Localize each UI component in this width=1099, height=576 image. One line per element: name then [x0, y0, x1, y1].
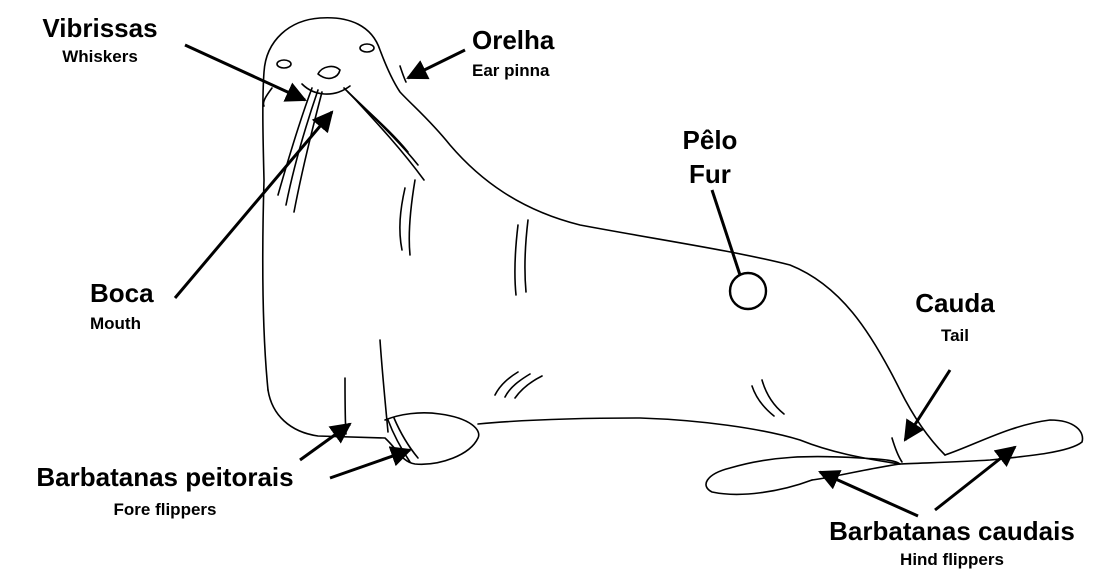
sea-lion-tail-outline: [812, 420, 1083, 480]
mouth-arrow: [175, 112, 332, 298]
fur-label: Pêlo Fur: [660, 125, 760, 189]
sea-lion-right-eye: [360, 44, 374, 52]
sea-lion-hind-flipper-outline: [706, 457, 900, 495]
fore-flippers-label: Barbatanas peitorais Fore flippers: [6, 462, 324, 520]
sea-lion-head-back-outline: [263, 18, 945, 455]
sea-lion-muzzle: [302, 84, 350, 94]
ear-label-pt: Orelha: [472, 25, 554, 55]
whiskers-arrow: [185, 45, 305, 100]
hind-flippers-label: Barbatanas caudais Hind flippers: [808, 516, 1096, 570]
sea-lion-left-eye: [277, 60, 291, 68]
sea-lion-ear: [400, 66, 406, 82]
sea-lion-fore-flipper-outline: [268, 390, 479, 464]
hind-flipper-right-arrow: [935, 447, 1015, 510]
hind-flipper-left-arrow: [820, 472, 918, 516]
fur-arrow: [712, 190, 740, 275]
ear-arrow: [408, 50, 465, 78]
tail-label-pt: Cauda: [900, 288, 1010, 318]
whiskers-label: Vibrissas Whiskers: [12, 13, 188, 67]
sea-lion-chest-line: [380, 340, 388, 432]
fur-label-en: Fur: [660, 159, 760, 189]
hind-flippers-label-pt: Barbatanas caudais: [808, 516, 1096, 546]
sea-lion-hip-fold-1: [752, 386, 774, 416]
sea-lion-shoulder-fold-1: [515, 225, 518, 295]
ear-label: Orelha Ear pinna: [472, 25, 554, 81]
sea-lion-side-fold-1: [495, 372, 518, 395]
ear-label-en: Ear pinna: [472, 61, 554, 81]
fur-label-pt: Pêlo: [660, 125, 760, 155]
whiskers-label-en: Whiskers: [12, 47, 188, 67]
fore-flipper-lower-arrow: [330, 450, 410, 478]
tail-arrow: [905, 370, 950, 440]
mouth-label-pt: Boca: [90, 278, 154, 308]
sea-lion-ear-curl: [263, 88, 272, 106]
whiskers-label-pt: Vibrissas: [12, 13, 188, 43]
fore-flippers-label-en: Fore flippers: [6, 500, 324, 520]
sea-lion-neck-fold-2: [409, 180, 415, 255]
mouth-label-en: Mouth: [90, 314, 154, 334]
sea-lion-shoulder-fold-2: [525, 220, 528, 292]
sea-lion-tail-tip: [892, 438, 902, 462]
sea-lion-whisker-6: [352, 96, 424, 180]
tail-label: Cauda Tail: [900, 288, 1010, 346]
sea-lion-neck-fold-1: [400, 188, 405, 250]
hind-flippers-label-en: Hind flippers: [808, 550, 1096, 570]
tail-label-en: Tail: [900, 326, 1010, 346]
fore-flippers-label-pt: Barbatanas peitorais: [6, 462, 324, 492]
sea-lion-nose: [318, 67, 340, 79]
fore-flipper-upper-arrow: [300, 424, 350, 460]
fur-marker-circle: [730, 273, 766, 309]
mouth-label: Boca Mouth: [90, 278, 154, 334]
sea-lion-side-fold-3: [515, 376, 542, 398]
